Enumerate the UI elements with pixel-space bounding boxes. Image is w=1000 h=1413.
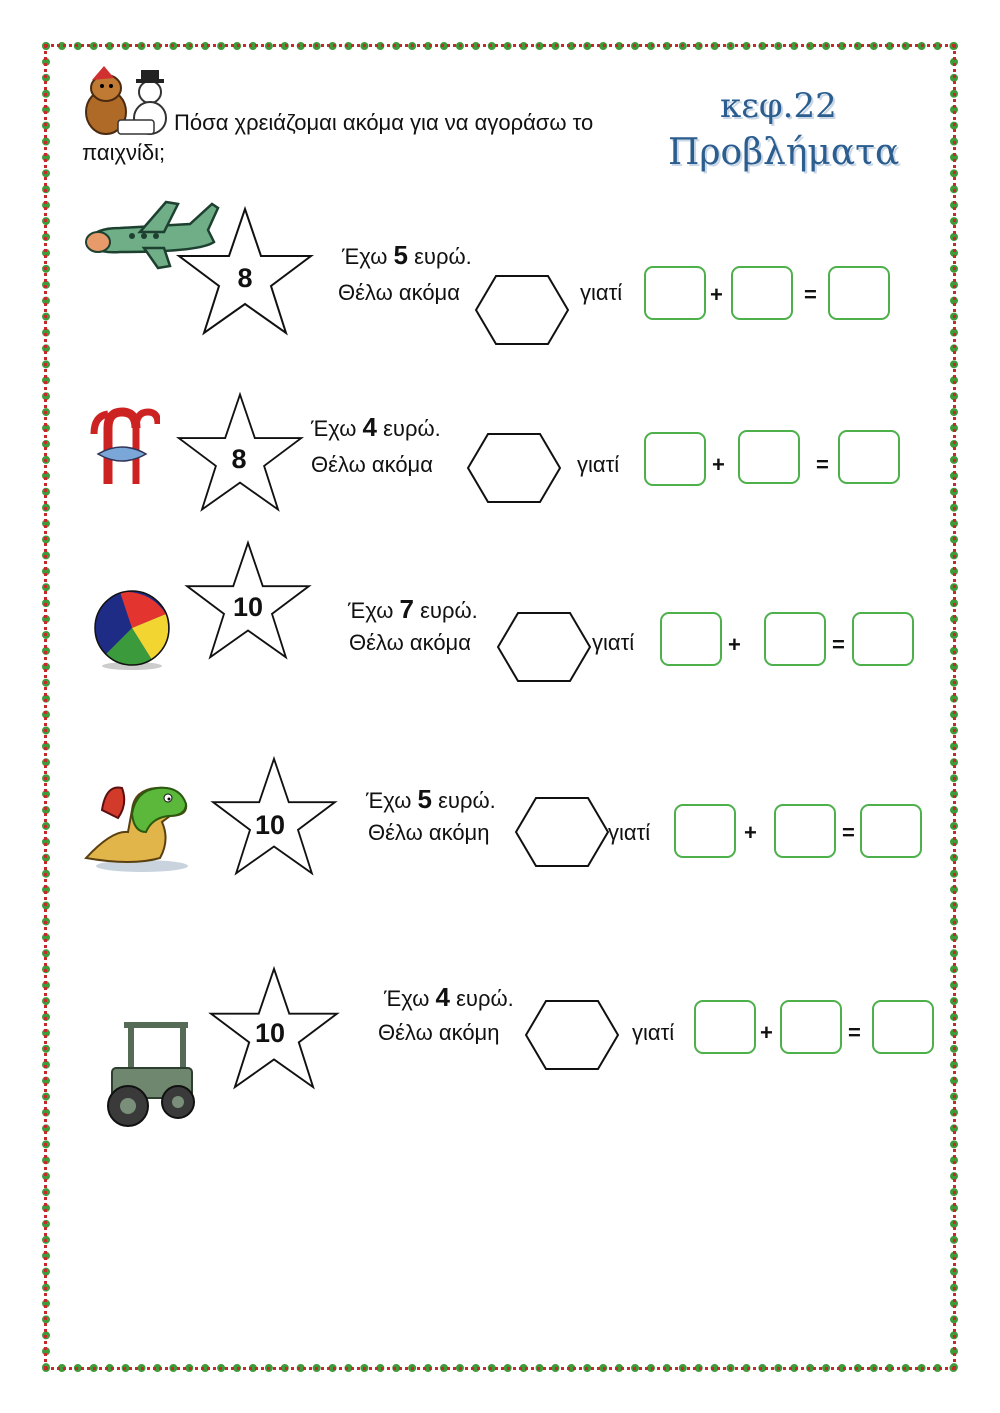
addend-box[interactable]: [780, 1000, 842, 1054]
price-number: 8: [231, 444, 247, 474]
sum-box[interactable]: [852, 612, 914, 666]
have-amount: 4: [435, 982, 450, 1012]
price-star: [184, 540, 312, 660]
price-number: 10: [254, 1018, 286, 1048]
want-text: Θέλω ακόμα: [311, 452, 433, 477]
sum-box[interactable]: [860, 804, 922, 858]
chapter-title: κεφ.22: [720, 86, 837, 126]
price-star: [176, 391, 304, 512]
price-number: 10: [254, 810, 286, 840]
price-number: 10: [232, 592, 264, 622]
answer-hexagon[interactable]: [474, 274, 570, 346]
want-text: Θέλω ακόμα: [349, 630, 471, 655]
plus-sign: +: [760, 1020, 773, 1045]
because-text: γιατί: [580, 280, 623, 305]
have-text: Έχω 5 ευρώ.: [342, 240, 472, 270]
because-text: γιατί: [592, 630, 635, 655]
have-text: Έχω 5 ευρώ.: [366, 784, 496, 814]
plus-sign: +: [744, 820, 757, 845]
have-text: Έχω 7 ευρώ.: [348, 594, 478, 624]
addend-box[interactable]: [738, 430, 800, 484]
answer-hexagon[interactable]: [496, 610, 592, 684]
question-text: Πόσα χρειάζομαι ακόμα για να αγοράσω το …: [82, 110, 594, 165]
addend-box[interactable]: [660, 612, 722, 666]
equals-sign: =: [804, 282, 817, 307]
equals-sign: =: [842, 820, 855, 845]
price-star: [210, 756, 338, 876]
have-text: Έχω 4 ευρώ.: [311, 412, 441, 442]
plus-sign: +: [728, 632, 741, 657]
addend-box[interactable]: [731, 266, 793, 320]
beach-ball-icon: [94, 590, 170, 670]
because-text: γιατί: [577, 452, 620, 477]
want-text: Θέλω ακόμα: [338, 280, 460, 305]
holly-border: [42, 42, 958, 1372]
have-amount: 5: [393, 240, 408, 270]
addend-box[interactable]: [644, 432, 706, 486]
plus-sign: +: [710, 282, 723, 307]
equals-sign: =: [816, 452, 829, 477]
addend-box[interactable]: [764, 612, 826, 666]
equals-sign: =: [848, 1020, 861, 1045]
have-amount: 4: [362, 412, 377, 442]
want-text: Θέλω ακόμη: [378, 1020, 500, 1045]
sum-box[interactable]: [828, 266, 890, 320]
price-number: 8: [237, 263, 253, 293]
have-text: Έχω 4 ευρώ.: [384, 982, 514, 1012]
have-amount: 5: [417, 784, 432, 814]
answer-hexagon[interactable]: [524, 998, 620, 1072]
have-amount: 7: [399, 594, 414, 624]
tractor-icon: [107, 1022, 195, 1127]
addend-box[interactable]: [694, 1000, 756, 1054]
answer-hexagon[interactable]: [466, 432, 562, 504]
answer-hexagon[interactable]: [514, 796, 610, 868]
because-text: γιατί: [608, 820, 651, 845]
want-text: Θέλω ακόμη: [368, 820, 490, 845]
dog-snowman-icon: [85, 66, 167, 135]
plus-sign: +: [712, 452, 725, 477]
page-title: Προβλήματα: [668, 132, 900, 173]
sum-box[interactable]: [872, 1000, 934, 1054]
equals-sign: =: [832, 632, 845, 657]
addend-box[interactable]: [674, 804, 736, 858]
because-text: γιατί: [632, 1020, 675, 1045]
dinosaur-icon: [84, 786, 188, 872]
addend-box[interactable]: [774, 804, 836, 858]
addend-box[interactable]: [644, 266, 706, 320]
candy-cane-icon: [90, 407, 160, 484]
airplane-icon: [85, 200, 220, 270]
sum-box[interactable]: [838, 430, 900, 484]
price-star: [208, 966, 340, 1090]
price-star: [176, 206, 314, 336]
